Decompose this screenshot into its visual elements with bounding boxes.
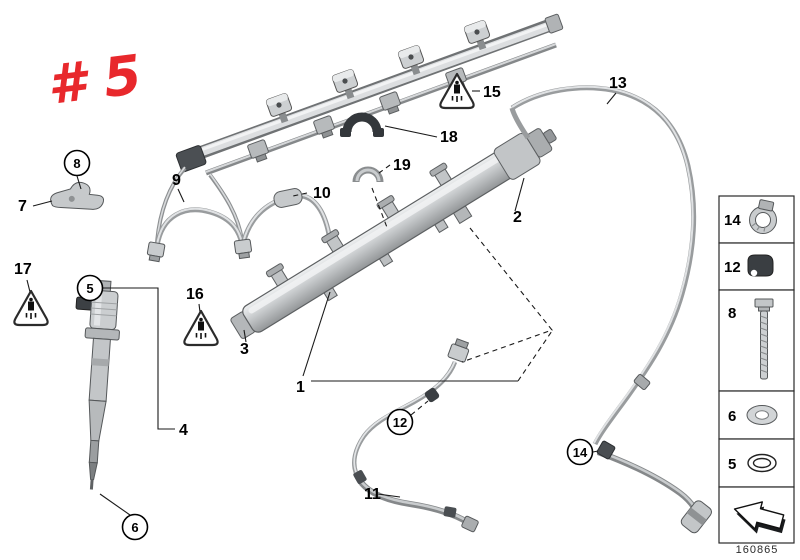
hose-clamp (596, 440, 616, 460)
fuel-return-line (352, 338, 479, 533)
fuel-feed-line (509, 85, 712, 534)
saddle-clamp-19 (352, 166, 384, 183)
harness-connector (313, 115, 335, 139)
pipe-clamp (331, 69, 359, 93)
callout-leader-lines (26, 90, 617, 516)
document-number: 160865 (736, 544, 779, 556)
legend-label[interactable]: 14 (724, 212, 741, 229)
duct-end-connector (175, 145, 207, 173)
line-grommet (424, 387, 440, 403)
cable-duct-rail (175, 13, 564, 176)
legend-item-14[interactable]: 14 (718, 195, 795, 244)
callout-circle-6[interactable]: 6 (121, 513, 149, 541)
washer-icon (746, 405, 778, 425)
legend-label[interactable]: 12 (724, 259, 741, 276)
pipe-clamp (265, 93, 293, 117)
hose-clamp (353, 470, 367, 484)
pipe-clamp (463, 20, 491, 44)
callout-circle-14[interactable]: 14 (566, 438, 594, 466)
page-title: # 5 (44, 43, 145, 117)
legend-column: 14 12 8 (718, 195, 795, 556)
callout-label[interactable]: 14 (573, 445, 588, 460)
rail-pressure-sensor (493, 128, 557, 180)
callout-18[interactable]: 18 (440, 129, 458, 146)
callout-circle-8[interactable]: 8 (63, 149, 91, 177)
callout-9[interactable]: 9 (172, 172, 181, 189)
duct-end-cap (544, 13, 564, 34)
direction-arrow-icon (733, 501, 786, 534)
callout-4[interactable]: 4 (179, 422, 188, 439)
grommet-icon (747, 254, 774, 277)
pipe-union-nut (233, 238, 252, 260)
callout-7[interactable]: 7 (18, 198, 27, 215)
pipe-clamp (397, 45, 425, 69)
callout-15[interactable]: 15 (483, 84, 501, 101)
fuel-injector (75, 280, 120, 490)
callout-label[interactable]: 6 (131, 520, 138, 535)
callout-circle-12[interactable]: 12 (386, 408, 414, 436)
caution-triangle-icon (13, 289, 49, 327)
legend-item-6[interactable]: 6 (718, 390, 795, 440)
harness-connector (379, 91, 401, 115)
callout-2[interactable]: 2 (513, 209, 522, 226)
line-end-coupling (680, 500, 712, 534)
callout-17[interactable]: 17 (14, 261, 32, 278)
legend-label[interactable]: 8 (728, 305, 736, 322)
line-end-fitting (461, 515, 479, 533)
hose-clamp-icon (749, 199, 778, 234)
legend-label[interactable]: 5 (728, 456, 736, 473)
callout-3[interactable]: 3 (240, 341, 249, 358)
hose-clamp (443, 506, 457, 518)
legend-item-5[interactable]: 5 (718, 438, 795, 488)
sensor-holder (50, 181, 105, 210)
callout-label[interactable]: 8 (73, 156, 80, 171)
callout-16[interactable]: 16 (186, 286, 204, 303)
callout-circle-5[interactable]: 5 (76, 274, 104, 302)
saddle-clamp-18 (340, 112, 384, 137)
callout-label[interactable]: 5 (86, 281, 93, 296)
callout-label[interactable]: 12 (393, 415, 407, 430)
legend-item-8[interactable]: 8 (718, 289, 795, 392)
pipe-union-nut (447, 338, 470, 363)
callout-19[interactable]: 19 (393, 157, 411, 174)
callout-10[interactable]: 10 (313, 185, 331, 202)
pipe-union-nut (146, 241, 166, 263)
line-union (633, 373, 651, 391)
callout-11[interactable]: 11 (364, 486, 381, 503)
callout-1[interactable]: 1 (296, 379, 305, 396)
o-ring-icon (747, 453, 777, 473)
callout-13[interactable]: 13 (609, 75, 627, 92)
legend-label[interactable]: 6 (728, 408, 736, 425)
fuel-rail (230, 128, 557, 339)
legend-item-arrow[interactable] (718, 486, 795, 544)
caution-triangle-icon (183, 309, 219, 347)
legend-item-12[interactable]: 12 (718, 242, 795, 291)
harness-connector (247, 139, 269, 163)
assembly-reference-lines (371, 187, 553, 382)
pipe-damper (273, 188, 303, 208)
bolt-icon (754, 298, 774, 380)
